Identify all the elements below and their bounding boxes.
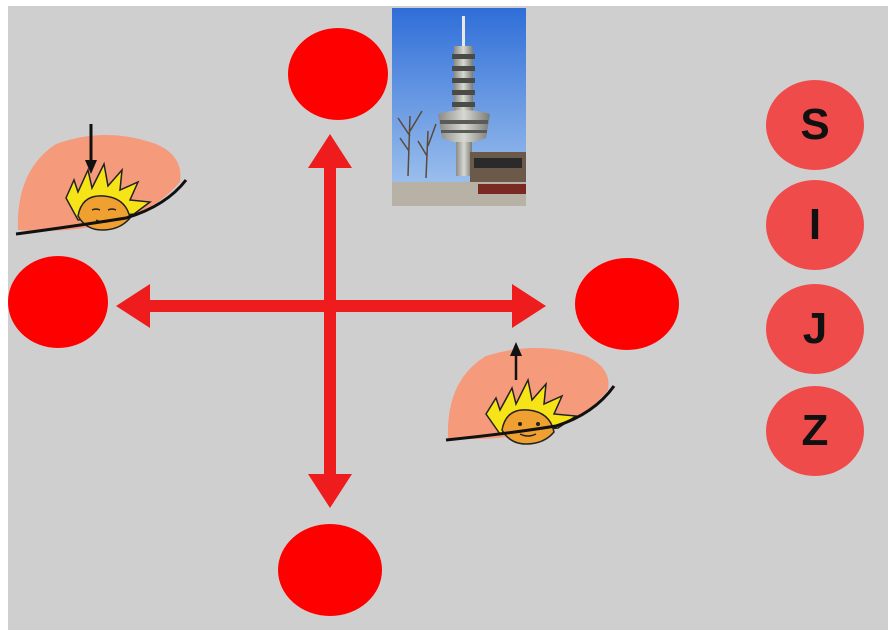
- compass-diagram: [8, 6, 888, 630]
- setting-sun-icon: [16, 124, 186, 234]
- vertical-arrow-shaft: [324, 166, 336, 478]
- west-dot: [8, 256, 108, 348]
- tv-tower-photo: [392, 8, 526, 206]
- letter-circle-j: J: [766, 284, 864, 374]
- compass-slide: S I J Z: [8, 6, 888, 630]
- rising-sun-icon: [446, 342, 614, 444]
- south-dot: [278, 524, 382, 616]
- letter-circle-z: Z: [766, 386, 864, 476]
- arrow-head-south: [308, 474, 352, 508]
- letter-circle-i: I: [766, 180, 864, 270]
- horizontal-arrow-shaft: [148, 300, 518, 312]
- arrow-head-west: [116, 284, 150, 328]
- east-dot: [575, 258, 679, 350]
- arrow-head-north: [308, 134, 352, 168]
- north-dot: [288, 28, 388, 120]
- letter-circle-s: S: [766, 80, 864, 170]
- arrow-head-east: [512, 284, 546, 328]
